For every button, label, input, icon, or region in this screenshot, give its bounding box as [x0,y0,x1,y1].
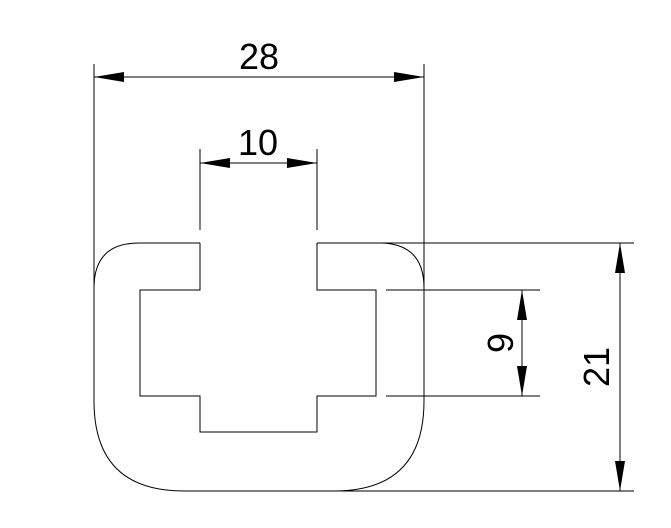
dimension-label-10: 10 [238,122,278,163]
arrowhead-top-21 [615,243,625,273]
arrowhead-right-10 [287,158,317,168]
dimension-21: 21 [576,243,625,491]
dimension-9: 9 [480,290,527,396]
dimension-label-21: 21 [576,347,617,387]
inner-cross-cavity [139,243,377,433]
dimension-10: 10 [200,122,317,168]
arrowhead-bottom-9 [517,366,527,396]
arrowhead-right-28 [394,72,424,82]
outer-profile-outline [93,242,425,492]
dimension-28: 28 [94,36,424,82]
dimension-label-9: 9 [480,333,521,353]
arrowhead-left-10 [200,158,230,168]
arrowhead-top-9 [517,290,527,320]
arrowhead-left-28 [94,72,124,82]
arrowhead-bottom-21 [615,461,625,491]
dimension-label-28: 28 [239,36,279,77]
